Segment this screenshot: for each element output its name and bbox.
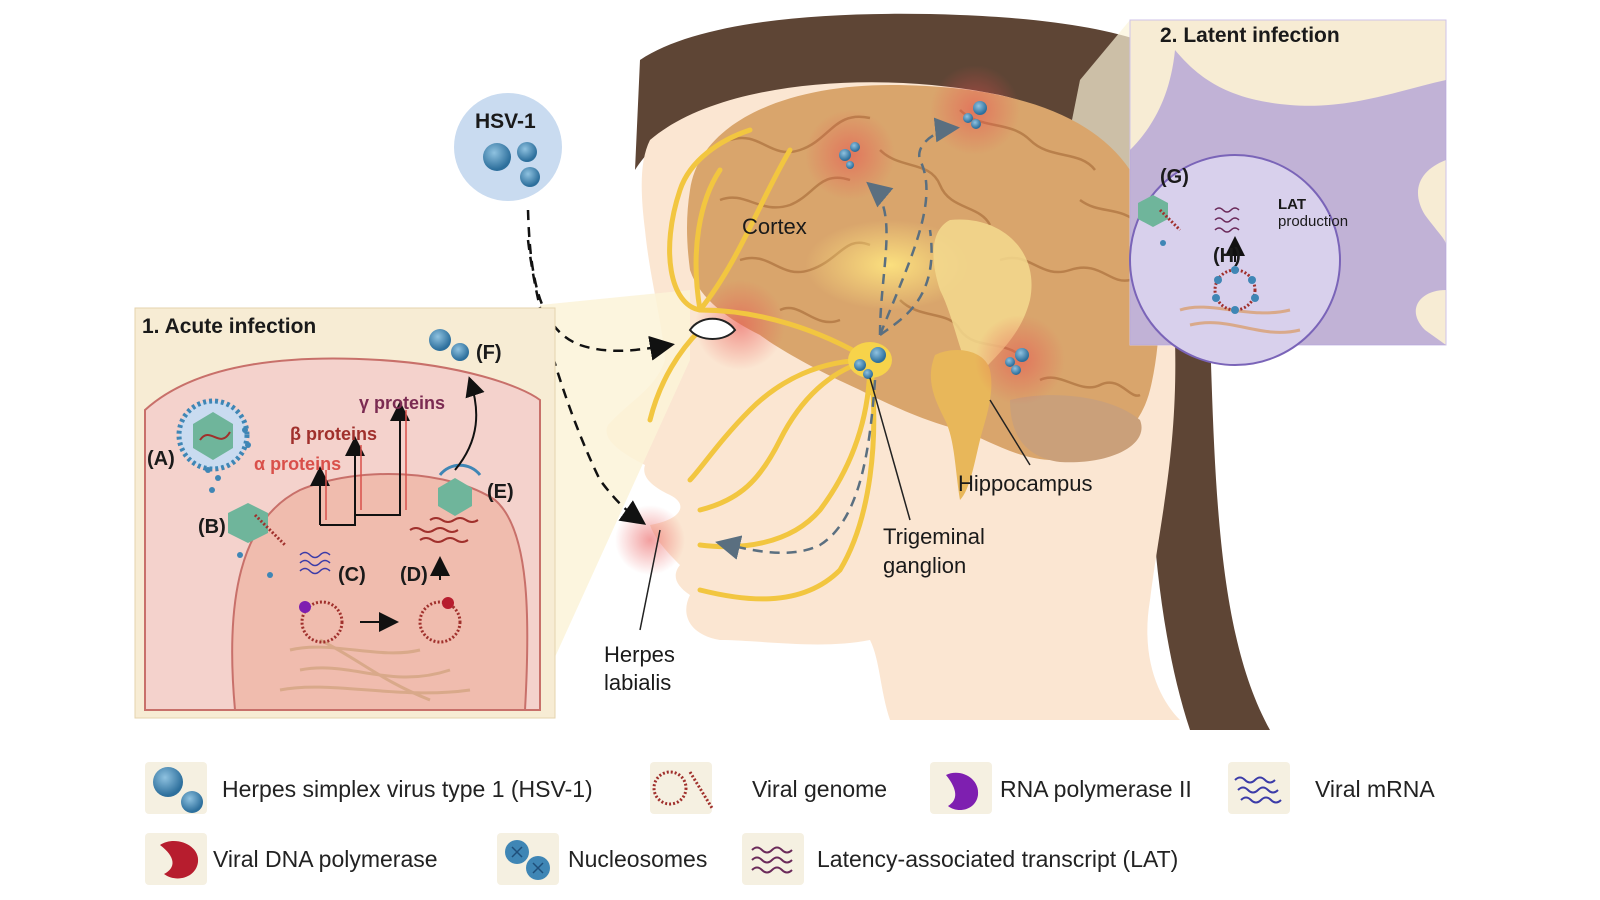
hippocampus-label: Hippocampus: [958, 471, 1093, 496]
herpes-label-1: Herpes: [604, 642, 675, 667]
acute-title: 1. Acute infection: [142, 315, 317, 338]
step-a: (A): [147, 448, 175, 470]
legend-mrna-label: Viral mRNA: [1315, 776, 1435, 802]
brain-viruses: [839, 101, 1029, 379]
step-g: (G): [1160, 166, 1189, 188]
legend-lat-label: Latency-associated transcript (LAT): [817, 846, 1179, 872]
alpha-proteins-label: α proteins: [254, 454, 342, 474]
step-h: (H): [1213, 245, 1241, 267]
hippocampus-shape: [930, 350, 992, 500]
acute-panel: [134, 307, 556, 719]
eye: [688, 317, 737, 340]
legend-nucleosomes-label: Nucleosomes: [568, 846, 708, 872]
lat-production-label: production: [1278, 213, 1349, 230]
gamma-proteins-label: γ proteins: [359, 393, 446, 413]
herpes-label-2: labialis: [604, 670, 672, 695]
step-c: (C): [338, 564, 366, 586]
cerebellum: [1010, 395, 1142, 463]
latent-title: 2. Latent infection: [1160, 24, 1340, 47]
step-d: (D): [400, 564, 428, 586]
legend-hsv1-label: Herpes simplex virus type 1 (HSV-1): [222, 776, 593, 802]
arrow-ganglion-to-lip: [715, 379, 877, 560]
cortex-label: Cortex: [742, 214, 807, 239]
legend-dna-pol-label: Viral DNA polymerase: [213, 846, 438, 872]
step-b: (B): [198, 516, 226, 538]
arrow-to-cortex-2: [878, 117, 960, 336]
arrow-to-cortex: [866, 181, 894, 336]
trigeminal-label-1: Trigeminal: [883, 524, 985, 549]
step-f: (F): [476, 342, 502, 364]
beta-proteins-label: β proteins: [290, 424, 377, 444]
hsv-bubble-label: HSV-1: [475, 110, 536, 133]
trigeminal-label-2: ganglion: [883, 553, 967, 578]
thalamus-glow: [805, 220, 975, 310]
legend-genome-label: Viral genome: [752, 776, 888, 802]
latent-panel: [1129, 19, 1447, 366]
legend-icons: [145, 762, 1290, 885]
lat-label: LAT: [1278, 196, 1307, 213]
step-e: (E): [487, 481, 514, 503]
acute-spotlight: [540, 290, 690, 690]
trigeminal-nerves: [647, 127, 877, 602]
arrow-to-hippo: [879, 229, 933, 337]
legend-rna-pol-label: RNA polymerase II: [1000, 776, 1192, 802]
